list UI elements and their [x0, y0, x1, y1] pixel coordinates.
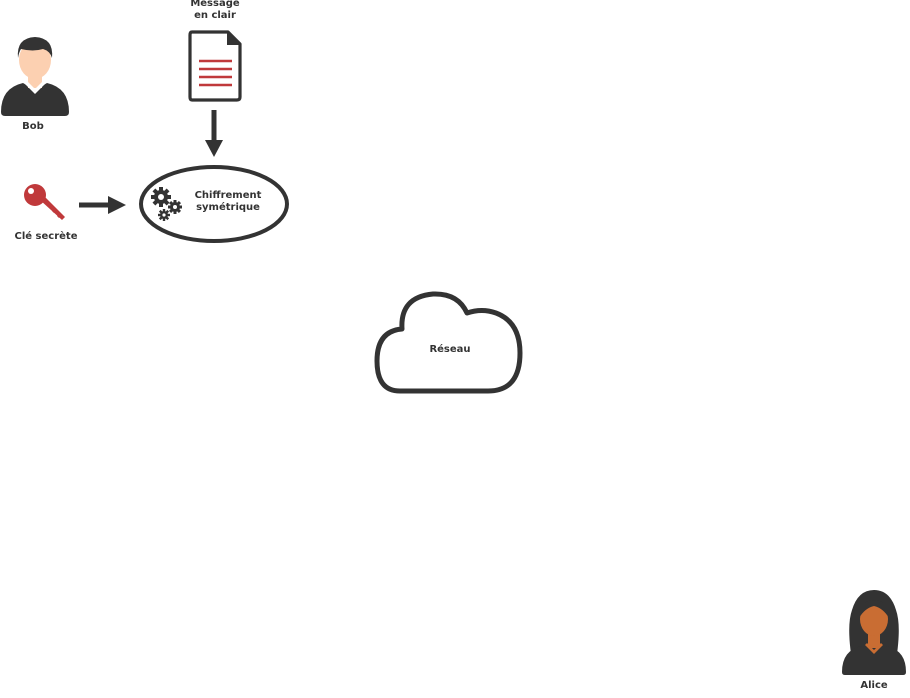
message-label-line2: en clair [194, 10, 236, 21]
alice-label: Alice [860, 680, 888, 691]
bob-label: Bob [22, 121, 44, 132]
encryption-label-line2: symétrique [196, 202, 260, 213]
encryption-label: Chiffrement symétrique [188, 190, 268, 214]
encryption-label-line1: Chiffrement [194, 190, 262, 201]
key-icon [24, 184, 65, 220]
message-label: Message en clair [165, 0, 265, 22]
female-user-icon [842, 590, 906, 675]
encryption-ellipse [139, 165, 289, 243]
gears-icon [151, 187, 182, 221]
message-label-line1: Message [190, 0, 240, 9]
male-user-icon [1, 37, 69, 116]
arrow-message-to-encryption-head [205, 140, 223, 157]
network-label: Réseau [429, 344, 471, 355]
document-icon [188, 30, 242, 102]
cloud-icon [374, 291, 523, 394]
secret-key-label: Clé secrète [14, 231, 78, 242]
arrow-key-to-encryption-head [108, 196, 126, 214]
